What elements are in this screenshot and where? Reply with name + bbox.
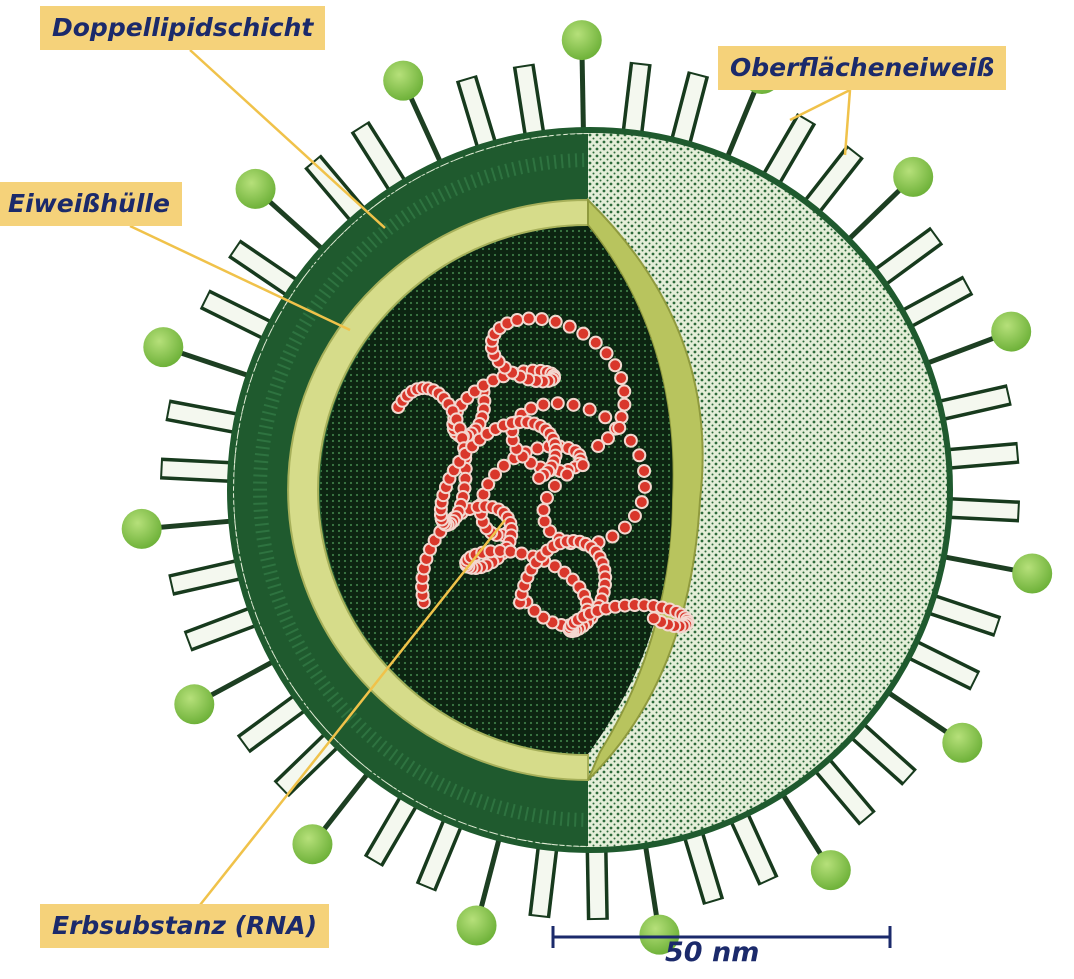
rna-bead — [625, 435, 637, 447]
spike-rod — [900, 286, 967, 322]
spike-knob — [457, 905, 497, 945]
rna-bead — [629, 510, 641, 522]
spike-knob — [236, 169, 276, 209]
spike-rod — [942, 508, 1018, 512]
rna-bead — [639, 481, 651, 493]
scale-bar-label: 50 nm — [665, 937, 759, 968]
rna-bead — [536, 313, 548, 325]
spike-rod — [941, 453, 1017, 460]
rna-bead — [504, 546, 516, 558]
label-doppellipidschicht: Doppellipidschicht — [40, 6, 325, 50]
spike-knob — [893, 157, 933, 197]
spike-rod — [539, 840, 548, 915]
spike-rod — [596, 842, 597, 918]
spike-rod — [817, 759, 866, 817]
rna-bead — [636, 496, 648, 508]
rna-bead — [633, 449, 645, 461]
spike-stalk — [154, 520, 240, 527]
spike-stalk — [724, 85, 757, 164]
spike-knob — [143, 327, 183, 367]
rna-bead — [592, 440, 604, 452]
rna-bead — [590, 337, 602, 349]
spike-knob — [942, 723, 982, 763]
spike-rod — [173, 568, 247, 585]
spike-rod — [852, 726, 908, 777]
rna-bead — [613, 422, 625, 434]
spike-stalk — [919, 336, 999, 366]
spike-stalk — [582, 52, 584, 138]
spike-stalk — [480, 831, 502, 914]
rna-bead — [618, 385, 630, 397]
spike-rod — [361, 128, 402, 192]
spike-rod — [632, 65, 641, 140]
spike-knob — [562, 20, 602, 60]
label-oberflaecheneiweiss: Oberflächeneiweiß — [718, 46, 1006, 90]
rna-bead — [523, 313, 535, 325]
rna-bead — [511, 314, 523, 326]
rna-bead — [606, 530, 618, 542]
spike-stalk — [320, 767, 373, 835]
rna-bead — [648, 612, 660, 624]
rna-bead — [584, 404, 596, 416]
spike-rod — [679, 76, 698, 150]
rna-bead — [550, 316, 562, 328]
spike-stalk — [644, 838, 657, 923]
spike-knob — [991, 312, 1031, 352]
spike-rod — [807, 153, 854, 213]
spike-rod — [874, 237, 935, 282]
spike-rod — [163, 469, 239, 473]
rna-bead — [549, 480, 561, 492]
spike-rod — [691, 827, 713, 900]
rna-bead — [568, 399, 580, 411]
spike-knob — [174, 684, 214, 724]
rna-bead — [615, 372, 627, 384]
spike-rod — [314, 163, 363, 221]
spike-stalk — [264, 197, 328, 255]
rna-bead — [577, 459, 589, 471]
rna-bead — [516, 547, 528, 559]
spike-rod — [245, 698, 306, 743]
spike-stalk — [936, 555, 1021, 571]
spike-knob — [1012, 553, 1052, 593]
spike-knob — [811, 850, 851, 890]
rna-bead — [552, 397, 564, 409]
rna-bead — [601, 347, 613, 359]
rna-bead — [525, 403, 537, 415]
spike-rod — [374, 794, 412, 860]
rna-bead — [498, 460, 510, 472]
spike-rod — [767, 120, 805, 186]
rna-bead — [539, 515, 551, 527]
spike-stalk — [205, 658, 281, 699]
rna-bead — [541, 492, 553, 504]
rna-bead — [619, 522, 631, 534]
rna-bead — [564, 321, 576, 333]
rna-bead — [538, 504, 550, 516]
spike-knob — [122, 509, 162, 549]
spike-stalk — [778, 787, 824, 860]
spike-rod — [933, 395, 1007, 412]
spike-knob — [292, 824, 332, 864]
label-eiweisshuelle: Eiweißhülle — [0, 182, 182, 226]
spike-rod — [467, 80, 489, 153]
spike-stalk — [408, 92, 444, 170]
spike-rod — [236, 250, 299, 293]
rna-bead — [638, 465, 650, 477]
rna-bead — [609, 359, 621, 371]
rna-bead — [561, 469, 573, 481]
spike-stalk — [843, 185, 905, 245]
spike-knob — [383, 61, 423, 101]
rna-bead — [577, 328, 589, 340]
rna-bead — [537, 399, 549, 411]
rna-bead — [533, 472, 545, 484]
rna-bead — [618, 399, 630, 411]
spike-stalk — [175, 351, 257, 378]
label-erbsubstanz: Erbsubstanz (RNA) — [40, 904, 329, 948]
rna-bead — [531, 442, 543, 454]
spike-stalk — [881, 688, 952, 736]
rna-bead — [599, 411, 611, 423]
